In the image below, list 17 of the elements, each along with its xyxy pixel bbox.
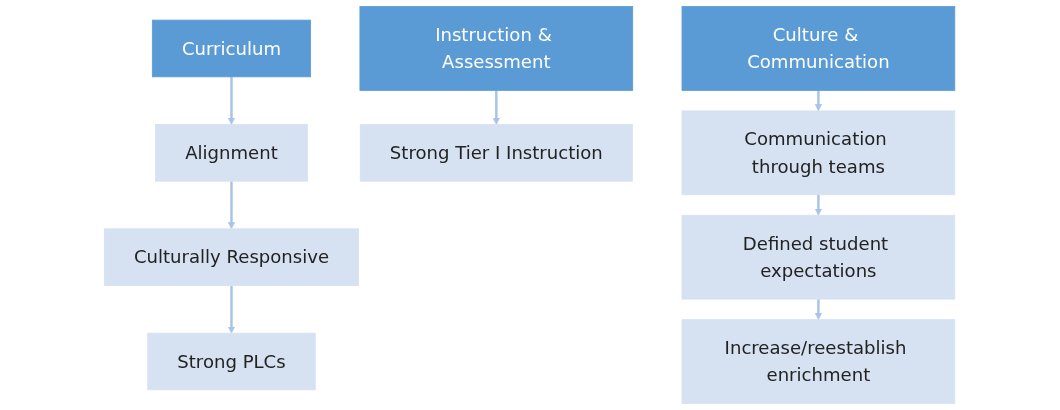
node-box: Alignment <box>155 124 309 182</box>
node-box: Defined student expectations <box>682 214 956 300</box>
arrow <box>815 194 823 216</box>
arrow <box>228 76 236 125</box>
node-box: Communication through teams <box>682 110 956 196</box>
arrow <box>815 90 823 112</box>
node-box: Culturally Responsive <box>104 228 360 286</box>
node-box: Curriculum <box>152 19 312 78</box>
node-box: Increase/reestablish enrichment <box>682 319 956 404</box>
node-box: Strong PLCs <box>147 332 317 391</box>
node-box: Culture & Communication <box>682 6 956 91</box>
node-box: Instruction & Assessment <box>359 6 634 91</box>
arrow <box>493 90 501 125</box>
arrow <box>228 285 236 334</box>
arrow <box>228 181 236 230</box>
node-box: Strong Tier I Instruction <box>360 124 634 182</box>
arrow <box>815 299 823 320</box>
